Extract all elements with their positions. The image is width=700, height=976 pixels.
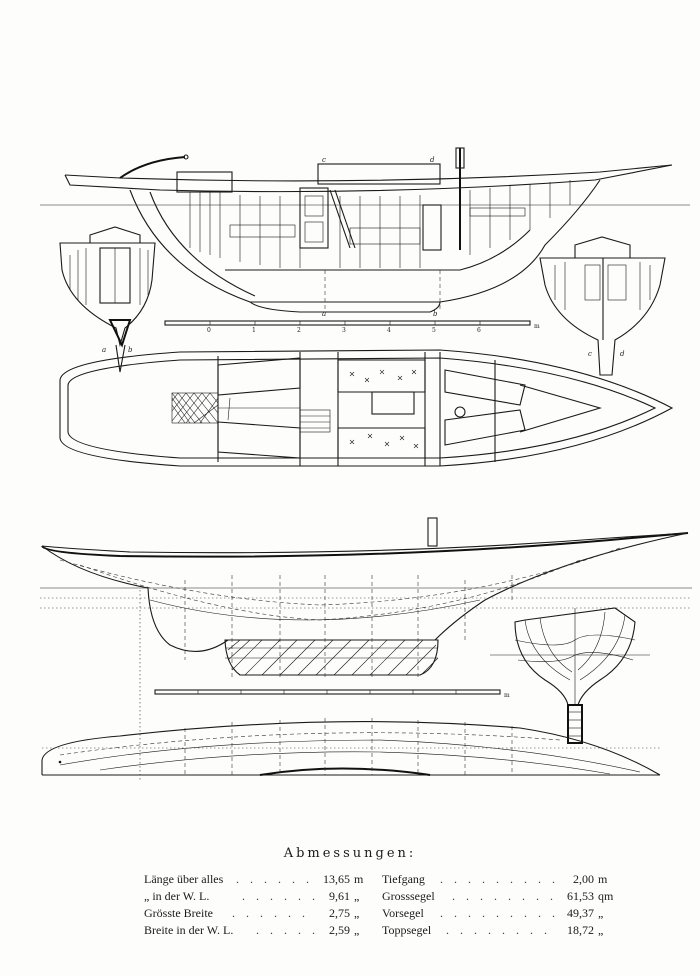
scale-mark-1: 1 <box>252 327 256 334</box>
dim-value: 13,65 <box>323 872 350 886</box>
scale-bar-top: 0 1 2 3 4 5 6 m <box>164 320 540 334</box>
section-mark-a: a <box>102 346 106 354</box>
cross-section-right: c d <box>539 236 666 376</box>
dim-unit: m <box>354 872 364 886</box>
dim-leader: . . . . . . . . <box>242 889 316 903</box>
section-mark-b-bottom: b <box>433 310 438 318</box>
scale-mark-5: 5 <box>432 327 436 334</box>
scale-mark-3: 3 <box>342 327 346 334</box>
section-mark-b: b <box>128 346 133 354</box>
scale-mark-4: 4 <box>387 327 391 334</box>
accommodation-plan <box>59 349 674 467</box>
dim-label: Breite in der W. L. <box>144 923 234 937</box>
dim-value: 2,00 <box>573 872 594 886</box>
scale-unit-bottom: m <box>504 692 510 699</box>
lines-profile <box>40 517 692 780</box>
dim-row-laenge-ueber-alles: Länge über alles . . . . . . . . 13,65 m <box>144 872 366 889</box>
cross-section-left: a b <box>59 226 156 373</box>
half-breadth-plan <box>41 718 661 776</box>
body-plan <box>490 607 650 744</box>
dim-unit: „ <box>598 923 604 937</box>
longitudinal-section: c d a b <box>40 147 690 318</box>
cushion-pattern <box>349 369 419 449</box>
dim-label: „ in der W. L. <box>144 889 210 903</box>
dim-leader: . . . . . . . . . . . . . . <box>440 906 556 920</box>
section-mark-c-right: c <box>588 350 592 358</box>
dim-row-vorsegel: Vorsegel . . . . . . . . . . . . . . 49,… <box>382 906 622 923</box>
dimensions-title: Abmessungen: <box>283 846 417 861</box>
dim-value: 61,53 <box>567 889 594 903</box>
dim-label: Toppsegel <box>382 923 432 937</box>
dim-label: Länge über alles <box>144 872 224 886</box>
dim-leader: . . . . . . . . . . . . . . <box>440 872 556 886</box>
section-mark-c: c <box>322 156 326 164</box>
section-mark-a-bottom: a <box>322 310 326 318</box>
section-mark-d-right: d <box>620 350 625 358</box>
scale-mark-2: 2 <box>297 327 301 334</box>
dim-value: 9,61 <box>329 889 350 903</box>
dim-row-in-der-wl: „ in der W. L. . . . . . . . . 9,61 „ <box>144 889 366 906</box>
dim-unit: „ <box>354 889 360 903</box>
dim-value: 18,72 <box>567 923 594 937</box>
dim-unit: „ <box>354 923 360 937</box>
dim-unit: „ <box>354 906 360 920</box>
section-mark-d: d <box>430 156 435 164</box>
dim-value: 2,75 <box>329 906 350 920</box>
dim-leader: . . . . . . . . <box>236 872 316 886</box>
dim-row-tiefgang: Tiefgang . . . . . . . . . . . . . . 2,0… <box>382 872 622 889</box>
dim-row-grosssegel: Grosssegel . . . . . . . . . . . . . 61,… <box>382 889 622 906</box>
yacht-drawings: c d a b a b c d <box>40 147 692 780</box>
dim-value: 49,37 <box>567 906 594 920</box>
dim-label: Vorsegel <box>382 906 424 920</box>
dim-label: Tiefgang <box>382 872 425 886</box>
dim-leader: . . . . . . . . . . <box>232 906 316 920</box>
dim-value: 2,59 <box>329 923 350 937</box>
scale-unit-top: m <box>534 323 540 330</box>
dim-label: Grösste Breite <box>144 906 213 920</box>
dim-row-toppsegel: Toppsegel . . . . . . . . . . . . . . 18… <box>382 923 622 940</box>
dim-leader: . . . . . . . . . . . . . . <box>446 923 556 937</box>
dim-row-groesste-breite: Grösste Breite . . . . . . . . . . 2,75 … <box>144 906 366 923</box>
dimensions-table: Abmessungen: Länge über alles . . . . . … <box>0 846 700 976</box>
dim-leader: . . . . . . . . . . . . . <box>452 889 556 903</box>
scale-bar-bottom: m <box>154 689 510 699</box>
dim-leader: . . . . . . . <box>256 923 316 937</box>
scale-mark-6: 6 <box>477 327 481 334</box>
dim-row-breite-in-der-wl: Breite in der W. L. . . . . . . . 2,59 „ <box>144 923 366 940</box>
dim-unit: m <box>598 872 608 886</box>
dim-label: Grosssegel <box>382 889 435 903</box>
dim-unit: „ <box>598 906 604 920</box>
dim-unit: qm <box>598 889 614 903</box>
scale-mark-0: 0 <box>207 327 211 334</box>
